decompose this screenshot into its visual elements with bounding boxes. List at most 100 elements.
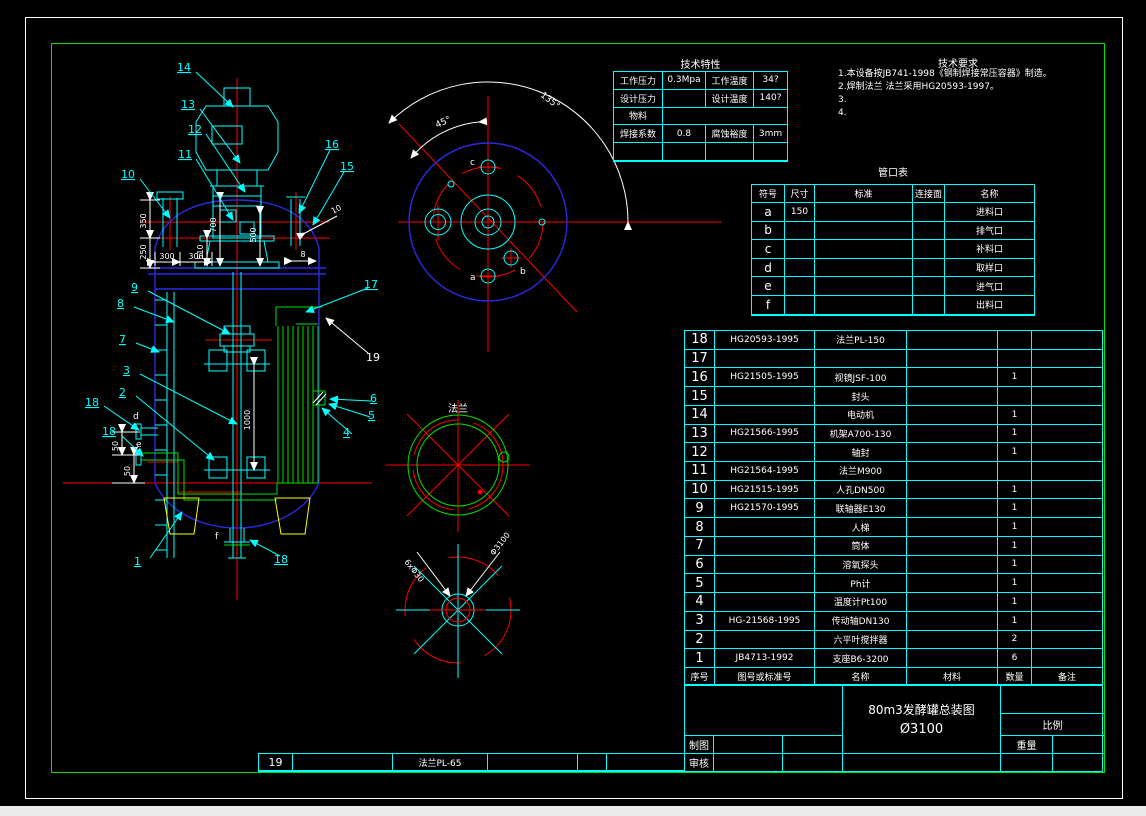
nozzle-cell	[913, 295, 945, 315]
title-block-empty	[1001, 685, 1104, 714]
bom-cell-remark	[1032, 481, 1102, 500]
weight-value-cell	[1053, 736, 1104, 754]
callout-label: 18	[85, 396, 99, 409]
bom-cell-remark	[1032, 499, 1102, 519]
bom-cell-standard	[715, 536, 815, 556]
nozzle-cell	[913, 277, 945, 296]
tech-requirements-title: 技术要求	[938, 59, 978, 70]
bom-cell-no: 16	[685, 368, 715, 388]
bom-cell-standard	[715, 405, 815, 425]
bom-cell-remark	[1032, 556, 1102, 575]
callout-label: 11	[178, 148, 192, 161]
dimension-label: 500	[249, 227, 258, 242]
support-layout-view: 6xΦ30 Φ3100	[396, 531, 520, 678]
weight-label: 重量	[1001, 736, 1053, 754]
review-label: 审核	[685, 754, 714, 771]
strip-cell-remark	[607, 754, 684, 771]
strip-cell-name: 法兰PL-65	[393, 754, 488, 771]
spec-label: 物料	[614, 107, 663, 126]
spec-value: 34?	[754, 72, 787, 90]
bom-cell-no: 2	[685, 630, 715, 650]
bom-cell-name: 法兰PL-150	[815, 331, 907, 350]
nozzle-cell	[913, 258, 945, 278]
bom-cell-material	[907, 649, 998, 668]
callout-label: 16	[325, 138, 339, 151]
nozzle-cell: 排气口	[945, 222, 1034, 241]
strip-cell-qty	[578, 754, 607, 771]
bom-col-header: 材料	[907, 668, 998, 685]
bom-cell-name: 支座B6-3200	[815, 649, 907, 668]
bom-cell-standard: HG21564-1995	[715, 462, 815, 481]
bom-cell-material	[907, 405, 998, 425]
spec-label: 腐蚀裕度	[706, 125, 754, 144]
bom-cell-standard	[715, 555, 815, 575]
title-block-empty	[1001, 754, 1053, 771]
bom-cell-qty: 2	[998, 630, 1032, 650]
strip-cell-standard	[293, 754, 393, 771]
bom-cell-material	[907, 630, 998, 650]
nozzle-cell: f	[752, 295, 785, 315]
nozzle-letter: d	[133, 412, 139, 422]
flange-detail-view: 法兰	[386, 400, 530, 532]
bom-cell-remark	[1032, 593, 1102, 612]
top-view: 45° 135° c a b	[388, 81, 722, 352]
dimension-label: 350	[139, 213, 148, 228]
callout-label: 10	[121, 168, 135, 181]
callout-label: 5	[368, 409, 375, 422]
callout-label: 17	[364, 278, 378, 291]
nozzle-cell: 进料口	[945, 203, 1034, 222]
callout-label: 13	[181, 98, 195, 111]
spec-value	[663, 108, 787, 126]
bom-cell-standard	[715, 574, 815, 594]
bom-cell-qty: 1	[998, 593, 1032, 612]
bom-cell-name: 电动机	[815, 405, 907, 425]
bom-cell-qty: 1	[998, 574, 1032, 594]
bom-cell-standard	[715, 349, 815, 369]
bom-cell-name: 筒体	[815, 536, 907, 556]
drawing-outer-border	[25, 17, 1123, 799]
nozzle-cell	[815, 295, 913, 315]
nozzle-cell: a	[752, 203, 785, 222]
bom-cell-standard: HG-21568-1995	[715, 611, 815, 631]
nozzle-letter: b	[520, 267, 526, 277]
bom-cell-standard: HG21515-1995	[715, 480, 815, 500]
bom-cell-standard: HG20593-1995	[715, 331, 815, 350]
bom-cell-material	[907, 574, 998, 594]
bom-cell-no: 17	[685, 349, 715, 369]
dimension-label: 50	[123, 466, 132, 476]
callout-label: 15	[340, 160, 354, 173]
weld-size-label: 10	[330, 203, 343, 216]
callout-label: 2	[119, 386, 126, 399]
bom-cell-no: 5	[685, 574, 715, 594]
spec-label: 焊接系数	[614, 125, 663, 144]
nozzle-cell	[785, 295, 815, 315]
title-block-empty	[685, 685, 843, 736]
scale-label: 比例	[1001, 714, 1104, 736]
bom-cell-standard	[715, 593, 815, 612]
tech-requirement-line: 4.	[838, 108, 847, 118]
title-block-empty	[1053, 754, 1104, 771]
nozzle-cell: e	[752, 277, 785, 296]
bom-col-header: 图号或标准号	[715, 668, 815, 685]
bom-col-header: 名称	[815, 668, 907, 685]
dimension-label: 510	[196, 244, 205, 259]
nozzle-letter: c	[470, 158, 475, 168]
bom-cell-qty: 1	[998, 518, 1032, 537]
nozzle-table-header: 符号 尺寸 标准 连接面 名称	[751, 184, 1035, 203]
bom-cell-remark	[1032, 612, 1102, 631]
callout-label: 4	[343, 426, 350, 439]
spec-label: 设计压力	[614, 89, 663, 108]
horizontal-scrollbar[interactable]	[0, 806, 1146, 816]
bom-cell-material	[907, 555, 998, 575]
bom-cell-name: 传动轴DN130	[815, 611, 907, 631]
bom-cell-remark	[1032, 425, 1102, 444]
spec-empty-cell	[706, 143, 754, 161]
title-block-empty	[843, 754, 1001, 771]
nozzle-cell	[913, 221, 945, 241]
bom-cell-material	[907, 387, 998, 406]
bom-cell-name: 人梯	[815, 518, 907, 537]
bom-cell-remark	[1032, 368, 1102, 388]
bom-cell-material	[907, 462, 998, 481]
